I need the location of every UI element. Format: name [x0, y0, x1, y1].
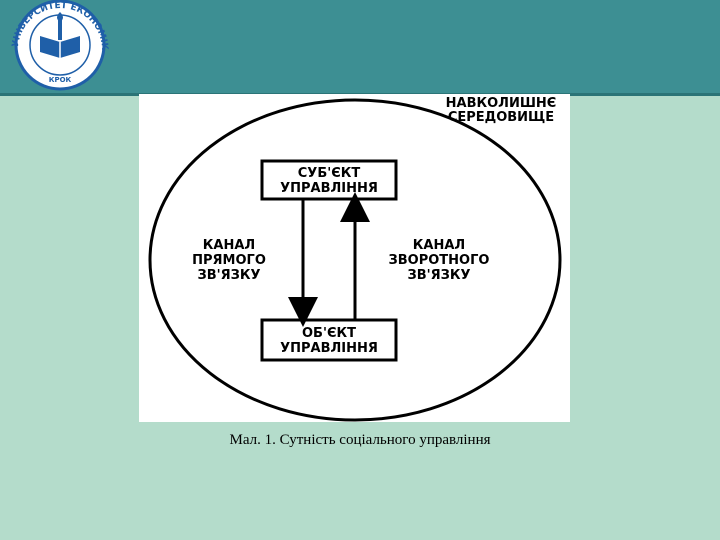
environment-circle [148, 98, 562, 422]
university-logo: УНІВЕРСИТЕТ ЕКОНОМІКИ ТА ПРАВА КРОК [0, 0, 120, 93]
direct-channel-label-line1: КАНАЛ [203, 238, 255, 253]
object-box-line1: ОБ'ЄКТ [302, 326, 356, 341]
environment-label-line2: СЕРЕДОВИЩЕ [448, 110, 554, 125]
object-box-line2: УПРАВЛІННЯ [280, 341, 378, 356]
diagram-panel: НАВКОЛИШНЄ СЕРЕДОВИЩЕ СУБ'ЄКТ УПРАВЛІННЯ… [139, 94, 570, 422]
header-bar [0, 0, 720, 93]
subject-box-line1: СУБ'ЄКТ [298, 166, 361, 181]
feedback-channel-label-line1: КАНАЛ [413, 238, 465, 253]
figure-caption: Мал. 1. Сутність соціального управління [229, 432, 491, 448]
logo-bottom-text: КРОК [49, 76, 72, 84]
direct-channel-label-line2: ПРЯМОГО [192, 253, 266, 268]
environment-label-line1: НАВКОЛИШНЄ [446, 96, 557, 111]
object-of-management-box [260, 318, 398, 362]
subject-box-line2: УПРАВЛІННЯ [280, 181, 378, 196]
direct-channel-label-line3: ЗВ'ЯЗКУ [197, 268, 260, 283]
feedback-channel-label-line3: ЗВ'ЯЗКУ [407, 268, 470, 283]
feedback-channel-label-line2: ЗВОРОТНОГО [389, 253, 490, 268]
subject-of-management-box [260, 159, 398, 201]
